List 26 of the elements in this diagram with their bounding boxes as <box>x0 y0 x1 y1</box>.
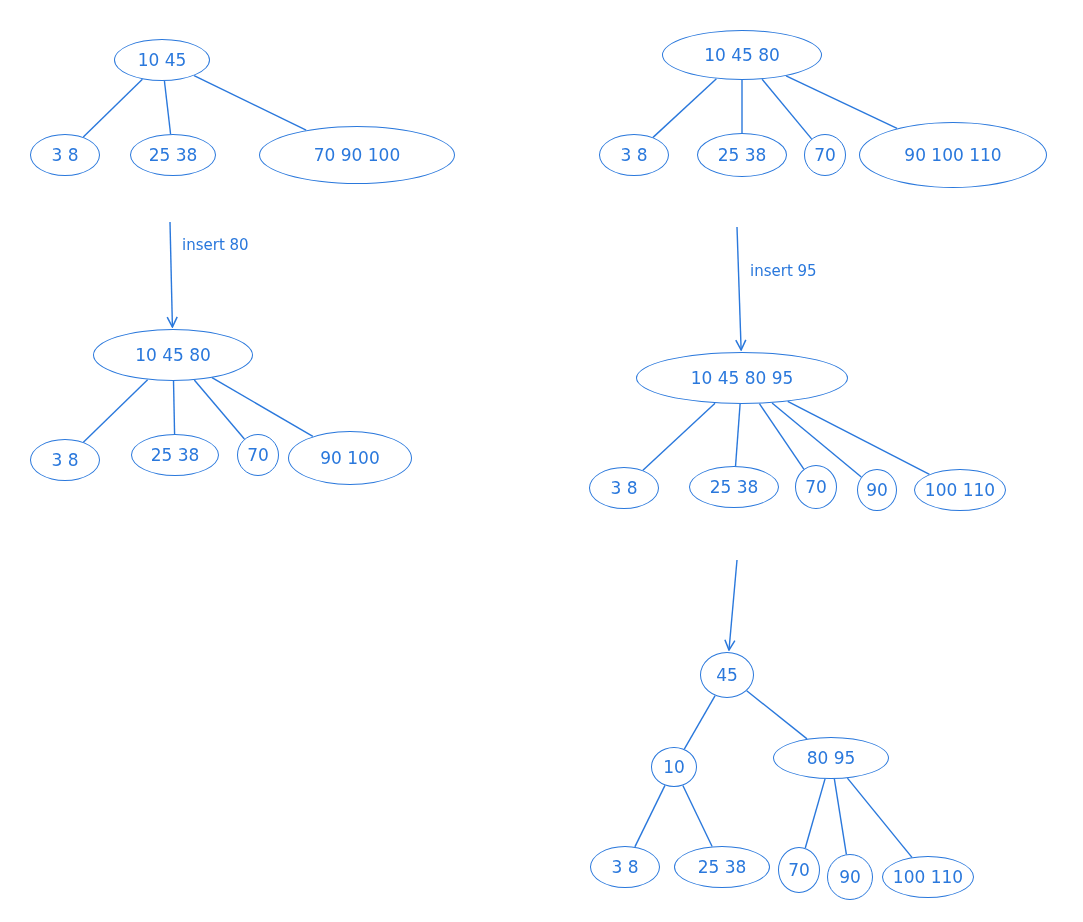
tree-edge <box>746 690 808 740</box>
tree-edge <box>761 78 813 140</box>
tree-edge <box>785 75 898 130</box>
tree-edge <box>193 379 246 440</box>
tree-edge <box>683 694 716 750</box>
tree-edge <box>163 80 172 135</box>
tree-edge <box>211 377 314 438</box>
tree-edge <box>758 402 805 470</box>
tree-edge <box>652 78 718 139</box>
tree-edge <box>642 402 716 472</box>
tree-edge <box>734 403 741 467</box>
tree-edge <box>846 777 913 859</box>
tree-edge <box>682 784 713 848</box>
tree-edge <box>771 402 862 478</box>
tree-edge <box>786 400 931 475</box>
tree-edge <box>833 778 848 855</box>
arrow <box>724 559 738 651</box>
arrow <box>166 221 178 328</box>
tree-edge <box>82 378 149 443</box>
tree-edge <box>193 74 307 131</box>
arrow <box>735 226 747 351</box>
tree-edge <box>804 778 826 849</box>
tree-edge <box>634 784 666 848</box>
tree-edge <box>172 380 176 435</box>
tree-edge <box>82 78 144 138</box>
tree-edge <box>741 79 743 134</box>
